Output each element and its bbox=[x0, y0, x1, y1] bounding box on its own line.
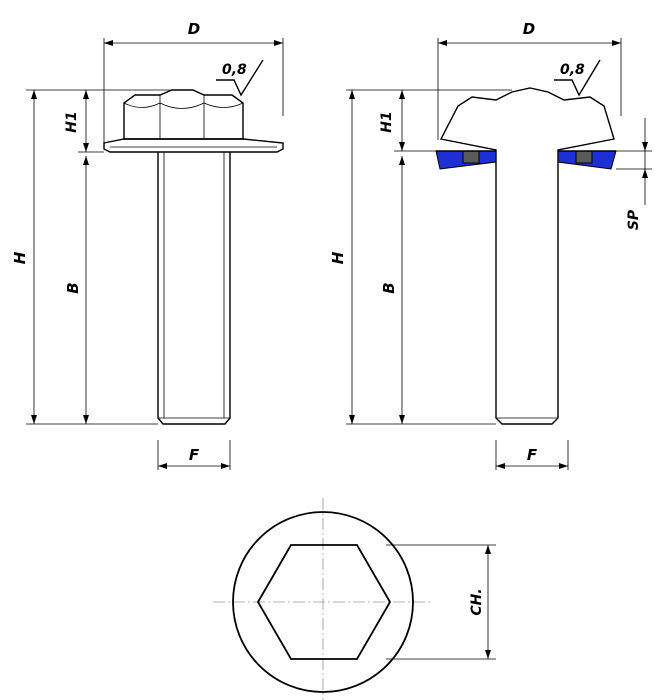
roughness-symbol-left: 0,8 bbox=[216, 59, 264, 97]
dim-wrench-size: CH. bbox=[386, 544, 496, 660]
dim-total-height-right: H bbox=[329, 90, 496, 425]
dim-thread-right: F bbox=[495, 440, 569, 470]
seal-washer-right bbox=[557, 150, 617, 170]
shank-length-label: B bbox=[64, 282, 82, 293]
thread-label: F bbox=[189, 446, 200, 464]
roughness-symbol-right: 0,8 bbox=[554, 59, 601, 97]
roughness-label: 0,8 bbox=[222, 62, 247, 78]
hex-outline bbox=[256, 544, 392, 660]
flange bbox=[103, 138, 284, 153]
head-height-label: H1 bbox=[64, 111, 80, 132]
dim-diameter-left: D bbox=[103, 20, 284, 143]
total-height-label: H bbox=[11, 251, 29, 264]
dim-thread-left: F bbox=[157, 440, 231, 470]
hex-head bbox=[123, 89, 244, 140]
dim-total-height-left: H bbox=[11, 89, 158, 425]
head-height-label: H1 bbox=[379, 111, 395, 132]
thread-label: F bbox=[527, 446, 538, 464]
seal-washer-left bbox=[435, 150, 497, 170]
shank-length-label: B bbox=[380, 282, 398, 293]
dim-seal-thickness: SP bbox=[616, 118, 652, 230]
shank bbox=[157, 152, 231, 425]
section-body bbox=[439, 87, 615, 425]
bolt-exterior-view bbox=[103, 89, 284, 425]
dim-shank-length-left: B bbox=[64, 156, 89, 424]
wrench-size-label: CH. bbox=[469, 588, 485, 615]
flange-circle bbox=[232, 511, 414, 693]
dim-head-height-left: H1 bbox=[64, 89, 172, 153]
dim-head-height-right: H1 bbox=[346, 89, 512, 152]
dim-diameter-right: D bbox=[437, 20, 622, 140]
bolt-section-view bbox=[435, 87, 617, 425]
dim-shank-length-right: B bbox=[380, 156, 405, 424]
seal-thickness-label: SP bbox=[626, 209, 642, 230]
diameter-label: D bbox=[523, 20, 535, 38]
bolt-top-view bbox=[213, 498, 433, 700]
diameter-label: D bbox=[188, 20, 200, 38]
total-height-label: H bbox=[329, 251, 347, 264]
roughness-label: 0,8 bbox=[560, 62, 585, 78]
